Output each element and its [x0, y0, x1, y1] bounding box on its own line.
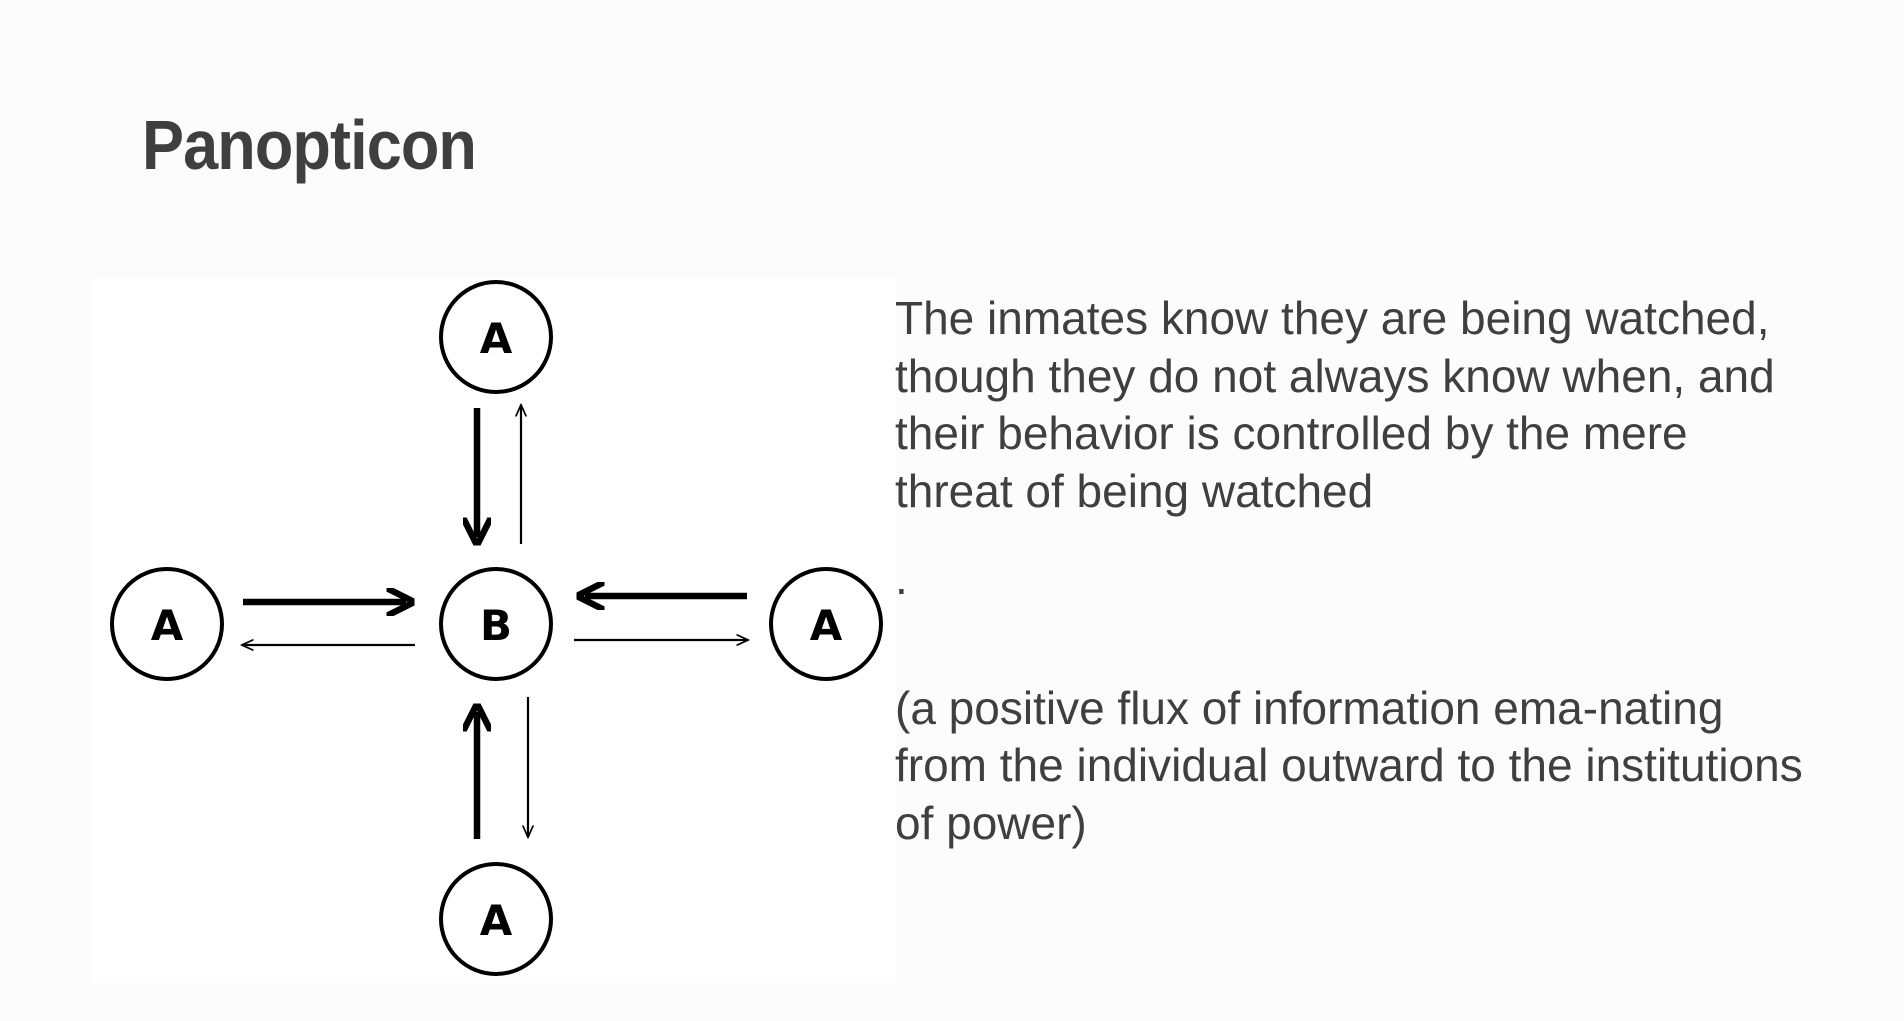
node-right-label: A: [810, 601, 843, 650]
node-left-label: A: [151, 601, 184, 650]
node-left-circle: [110, 567, 224, 681]
panopticon-diagram: A A B A A: [91, 278, 896, 983]
node-top: A: [439, 280, 553, 394]
node-bottom: A: [439, 862, 553, 976]
node-right: A: [769, 567, 883, 681]
description-dot: .: [895, 552, 908, 604]
node-bottom-label: A: [480, 896, 513, 945]
node-top-circle: [439, 280, 553, 394]
node-center: B: [439, 567, 553, 681]
slide-title: Panopticon: [142, 106, 477, 184]
node-center-label: B: [480, 601, 512, 650]
description-note: (a positive flux of information ema-nati…: [895, 681, 1803, 849]
node-center-circle: [439, 567, 553, 681]
node-left: A: [110, 567, 224, 681]
node-bottom-circle: [439, 862, 553, 976]
node-top-label: A: [480, 314, 513, 363]
spacer: [895, 608, 1815, 680]
node-right-circle: [769, 567, 883, 681]
diagram-svg: A A B A A: [110, 280, 883, 976]
description-text: The inmates know they are being watched,…: [895, 290, 1815, 852]
description-main: The inmates know they are being watched,…: [895, 292, 1775, 517]
spacer: [895, 520, 1815, 550]
